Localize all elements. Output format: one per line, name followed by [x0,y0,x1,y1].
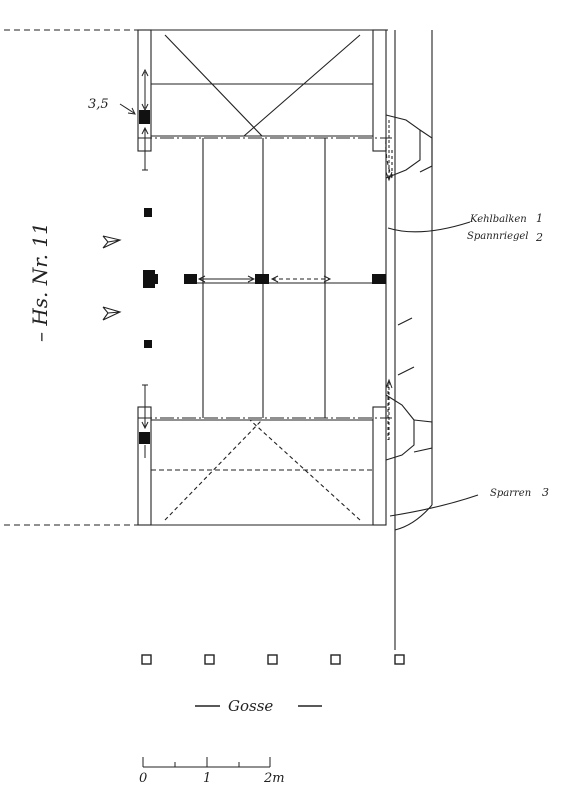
gutter-top [385,114,421,179]
leader-kehlbalken [387,221,471,233]
gutter-marker [204,654,215,665]
sparren-label: Sparren [490,488,531,499]
bottom-brace-left [164,419,263,521]
view-arrows [102,235,122,321]
view-arrow [102,235,122,249]
scale-label-2: 2m [263,771,285,786]
beam-end [143,270,158,288]
spannriegel-label: Spannriegel [467,231,529,242]
beam-end [139,432,150,444]
leader-sparren [389,494,479,517]
view-arrow [102,306,122,321]
scale-label-1: 1 [203,771,211,786]
eaves-wall [385,30,433,650]
street-label: Gosse [228,697,273,715]
dimension-label: 3,5 [88,97,109,112]
top-brace-right [243,34,361,137]
gosse-markers [141,654,405,707]
top-brace-left [164,34,263,137]
beam-end [255,274,269,284]
kehlbalken-label: Kehlbalken [469,214,527,225]
bottom-brace-right [249,419,361,521]
gutter-marker [267,654,278,665]
beam-ends [139,110,386,444]
gutter-bottom [385,394,415,461]
kehlbalken-ref: 1 [536,212,543,225]
gutter-marker [141,654,152,665]
bottom-bay [137,406,392,526]
house-number-label: – Hs. Nr. 11 [28,222,52,342]
dimension-arrows [119,68,393,458]
middle-section [193,138,387,418]
gutter-marker [394,654,405,665]
bottom-right-post [372,406,387,526]
beam-end [144,340,152,348]
beam-end [144,208,152,217]
top-right-post [372,29,387,152]
sparren-ref: 3 [542,486,549,499]
scale-label-0: 0 [139,771,147,786]
scale-bar [142,757,271,768]
beam-end [372,274,386,284]
beam-end [184,274,197,284]
spannriegel-ref: 2 [535,231,543,244]
gutter-marker [330,654,341,665]
top-bay [137,29,392,152]
beam-end [139,110,150,124]
